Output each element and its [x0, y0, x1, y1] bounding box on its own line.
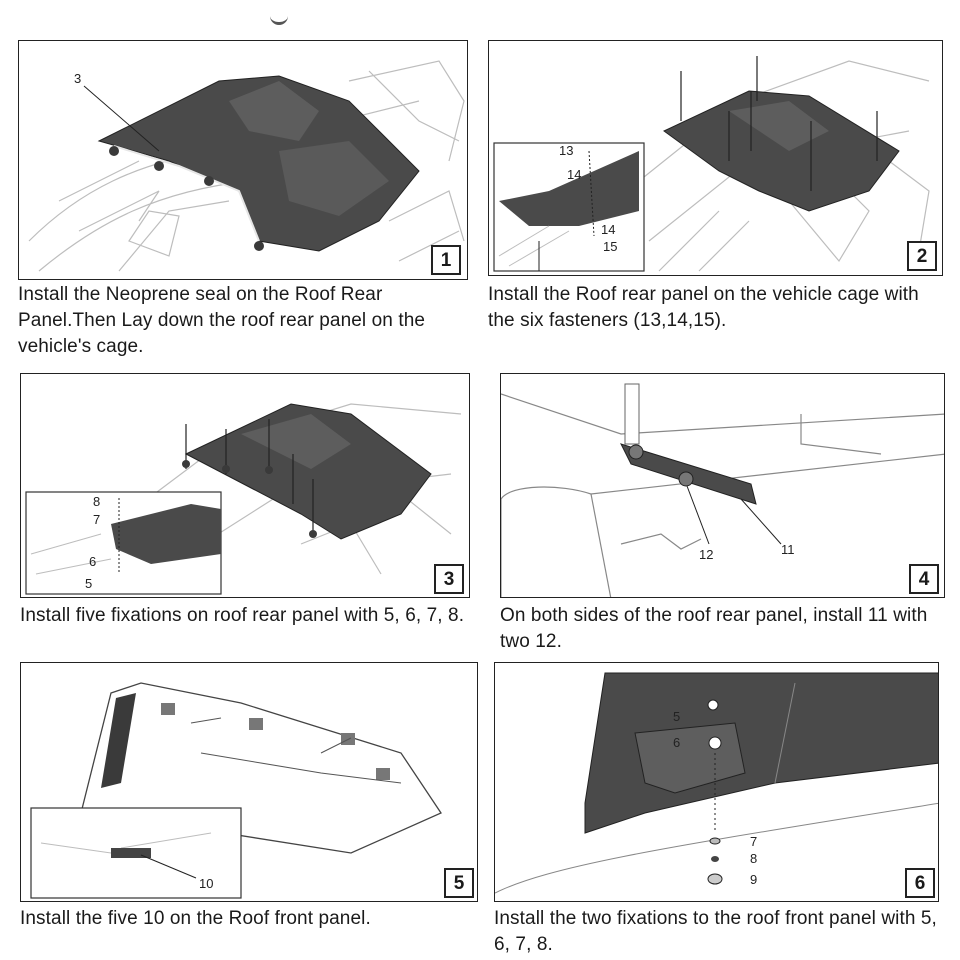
step-3-callout-5: 5 — [85, 576, 92, 591]
step-2-callout-14a: 14 — [567, 167, 581, 182]
step-4: 12 11 4 On both sides of the roof rear p… — [500, 373, 945, 658]
step-2: 13 14 14 15 2 Install the Roof rear pane… — [488, 40, 943, 340]
step-2-callout-15: 15 — [603, 239, 617, 254]
step-2-number: 2 — [907, 241, 937, 271]
step-6-callout-7: 7 — [750, 834, 757, 849]
step-3-callout-6: 6 — [89, 554, 96, 569]
step-2-caption: Install the Roof rear panel on the vehic… — [488, 284, 919, 331]
step-1: 3 1 Install the Neoprene seal on the Roo… — [18, 40, 468, 360]
step-3-caption: Install five fixations on roof rear pane… — [20, 605, 465, 626]
step-3-illustration: 8 7 6 5 3 — [20, 373, 470, 598]
step-1-callout-3: 3 — [74, 71, 81, 86]
page-header-mark — [270, 14, 288, 25]
step-5-caption: Install the five 10 on the Roof front pa… — [20, 908, 371, 929]
step-5-callout-10: 10 — [199, 876, 213, 891]
step-6-illustration: 5 6 7 8 9 6 — [494, 662, 939, 902]
step-2-callout-13: 13 — [559, 143, 573, 158]
step-3-callout-8: 8 — [93, 494, 100, 509]
step-5: 10 5 Install the five 10 on the Roof fro… — [20, 662, 478, 942]
step-6: 5 6 7 8 9 6 Install the two fixations to… — [494, 662, 939, 955]
step-1-illustration: 3 1 — [18, 40, 468, 280]
step-4-callout-11: 11 — [781, 542, 795, 557]
step-3: 8 7 6 5 3 Install five fixations on roof… — [20, 373, 470, 658]
step-6-callout-6: 6 — [673, 735, 680, 750]
step-6-callout-8: 8 — [750, 851, 757, 866]
step-5-number: 5 — [444, 868, 474, 898]
step-3-number: 3 — [434, 564, 464, 594]
step-1-caption: Install the Neoprene seal on the Roof Re… — [18, 284, 426, 357]
step-4-caption: On both sides of the roof rear panel, in… — [500, 605, 928, 652]
step-6-number: 6 — [905, 868, 935, 898]
step-6-caption: Install the two fixations to the roof fr… — [494, 908, 937, 955]
step-6-callout-9: 9 — [750, 872, 757, 887]
step-2-illustration: 13 14 14 15 2 — [488, 40, 943, 276]
step-1-number: 1 — [431, 245, 461, 275]
step-4-illustration: 12 11 4 — [500, 373, 945, 598]
step-4-number: 4 — [909, 564, 939, 594]
step-4-callout-12: 12 — [699, 547, 713, 562]
step-3-callout-7: 7 — [93, 512, 100, 527]
step-5-illustration: 10 5 — [20, 662, 478, 902]
step-2-callout-14b: 14 — [601, 222, 615, 237]
step-6-callout-5: 5 — [673, 709, 680, 724]
